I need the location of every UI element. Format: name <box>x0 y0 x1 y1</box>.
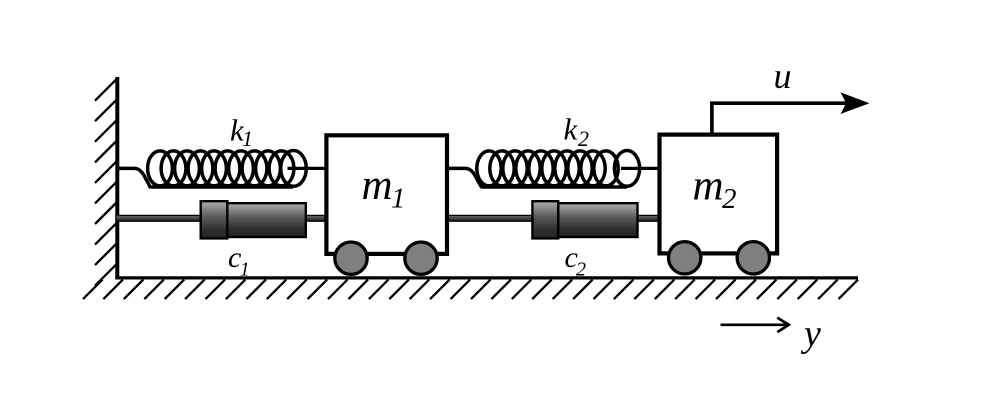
svg-text:2: 2 <box>576 259 586 281</box>
svg-text:c: c <box>228 241 241 274</box>
svg-text:2: 2 <box>578 126 589 151</box>
svg-text:1: 1 <box>240 259 250 281</box>
svg-text:m: m <box>693 162 724 209</box>
svg-text:y: y <box>800 313 821 355</box>
svg-text:2: 2 <box>722 183 737 215</box>
svg-text:k: k <box>230 113 245 148</box>
svg-text:1: 1 <box>391 183 406 215</box>
svg-text:k: k <box>564 112 579 147</box>
svg-text:u: u <box>774 56 792 96</box>
svg-text:1: 1 <box>242 126 253 151</box>
svg-text:c: c <box>565 241 578 274</box>
svg-text:m: m <box>362 162 393 209</box>
